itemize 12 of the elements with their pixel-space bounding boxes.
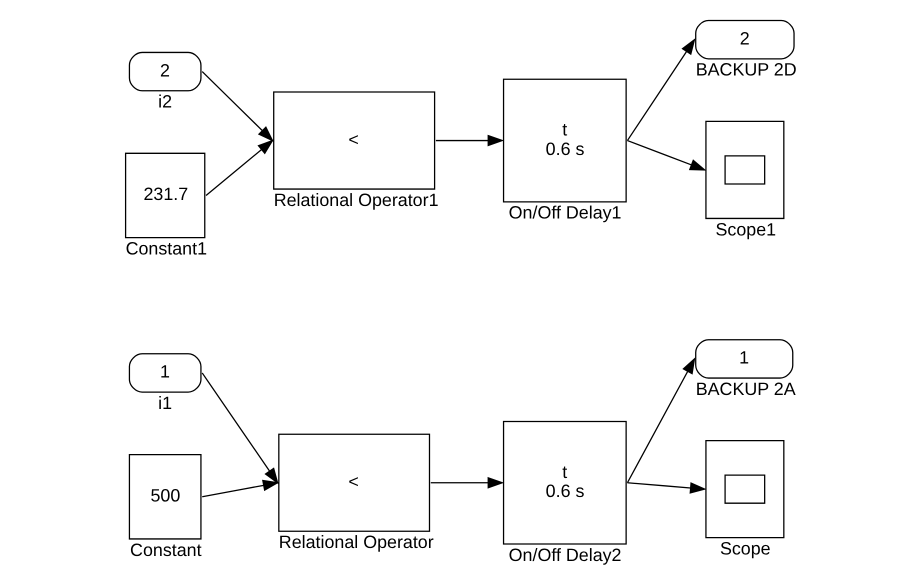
node-label: On/Off Delay2 xyxy=(508,544,622,565)
node-label: Constant1 xyxy=(125,238,207,258)
node-label: i1 xyxy=(158,392,172,413)
node-label: Scope xyxy=(719,538,770,559)
node-label: Constant xyxy=(130,540,202,560)
node-label: Scope1 xyxy=(715,219,776,240)
node-label: BACKUP 2D xyxy=(695,60,796,80)
node-label: Relational Operator1 xyxy=(273,190,438,210)
node-label: On/Off Delay1 xyxy=(508,202,622,223)
node-label: i2 xyxy=(158,92,172,112)
node-label: BACKUP 2A xyxy=(695,378,796,399)
node-label: Relational Operator xyxy=(278,532,434,552)
